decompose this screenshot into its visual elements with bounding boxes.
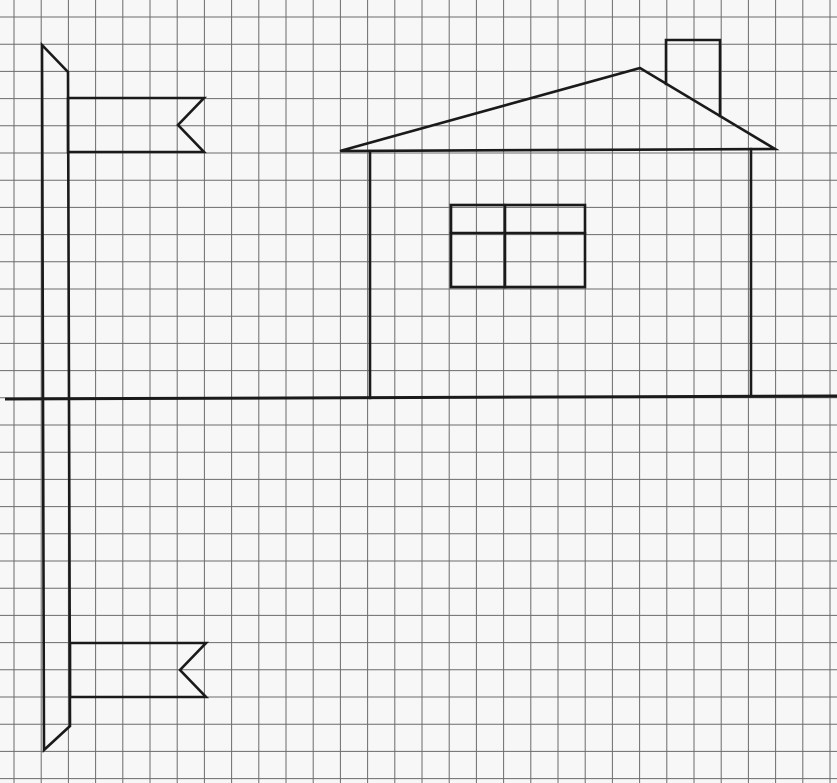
house-window (451, 205, 585, 287)
window-frame (451, 205, 585, 287)
mirror-axis-line (5, 396, 837, 399)
flag-upper (68, 98, 204, 152)
house-chimney (666, 40, 720, 116)
